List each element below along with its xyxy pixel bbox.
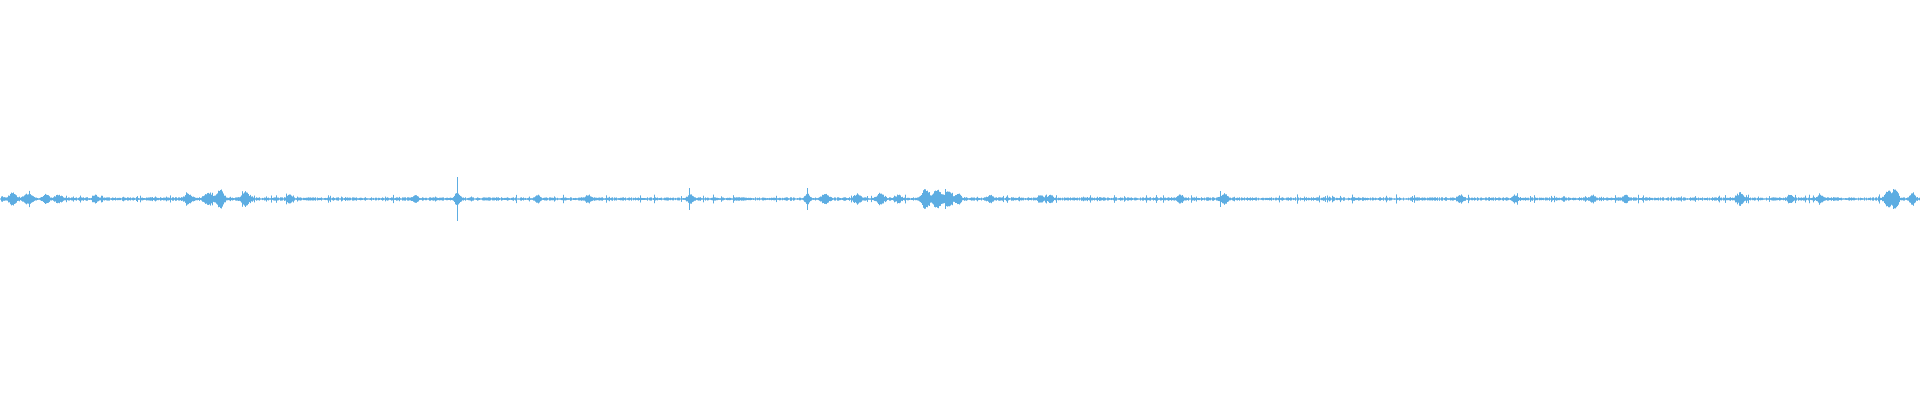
waveform-peak: [457, 177, 458, 221]
waveform-peak: [945, 189, 946, 209]
waveform-peak: [1220, 191, 1221, 207]
waveform-peak: [689, 188, 690, 210]
waveform-peak: [1893, 189, 1894, 209]
waveform-envelope: [0, 189, 1920, 209]
waveform-peak: [807, 188, 808, 210]
